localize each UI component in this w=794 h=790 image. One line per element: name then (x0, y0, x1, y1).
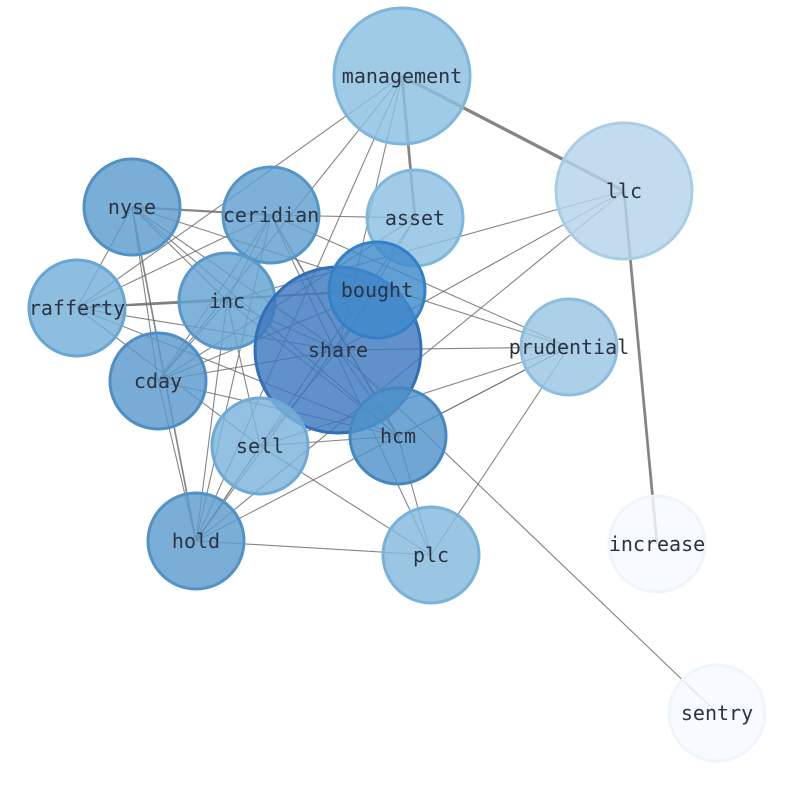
node-label-inc: inc (209, 289, 245, 313)
node-label-sell: sell (236, 434, 284, 458)
node-prudential[interactable] (519, 297, 619, 397)
node-label-share: share (308, 338, 368, 362)
node-label-hcm: hcm (380, 424, 416, 448)
node-sell[interactable] (210, 396, 310, 496)
node-nyse[interactable] (82, 157, 182, 257)
node-increase[interactable] (607, 494, 707, 594)
node-label-increase: increase (609, 532, 705, 556)
node-label-hold: hold (172, 529, 220, 553)
node-label-asset: asset (385, 206, 445, 230)
node-llc[interactable] (554, 121, 694, 261)
node-label-ceridian: ceridian (223, 203, 319, 227)
node-label-llc: llc (606, 179, 642, 203)
nodes-layer (27, 6, 767, 763)
node-label-plc: plc (413, 543, 449, 567)
node-rafferty[interactable] (27, 258, 127, 358)
node-bought[interactable] (327, 240, 427, 340)
node-label-bought: bought (341, 278, 413, 302)
node-label-rafferty: rafferty (29, 296, 125, 320)
node-label-nyse: nyse (108, 195, 156, 219)
node-cday[interactable] (108, 331, 208, 431)
node-ceridian[interactable] (221, 165, 321, 265)
node-hcm[interactable] (348, 386, 448, 486)
node-management[interactable] (332, 6, 472, 146)
node-hold[interactable] (146, 491, 246, 591)
node-plc[interactable] (381, 505, 481, 605)
node-label-prudential: prudential (509, 335, 629, 359)
node-label-sentry: sentry (681, 701, 753, 725)
node-label-management: management (342, 64, 462, 88)
node-label-cday: cday (134, 369, 182, 393)
labels-layer: management llc nyse ceridian asset rafferty in… (29, 64, 753, 725)
node-sentry[interactable] (667, 663, 767, 763)
